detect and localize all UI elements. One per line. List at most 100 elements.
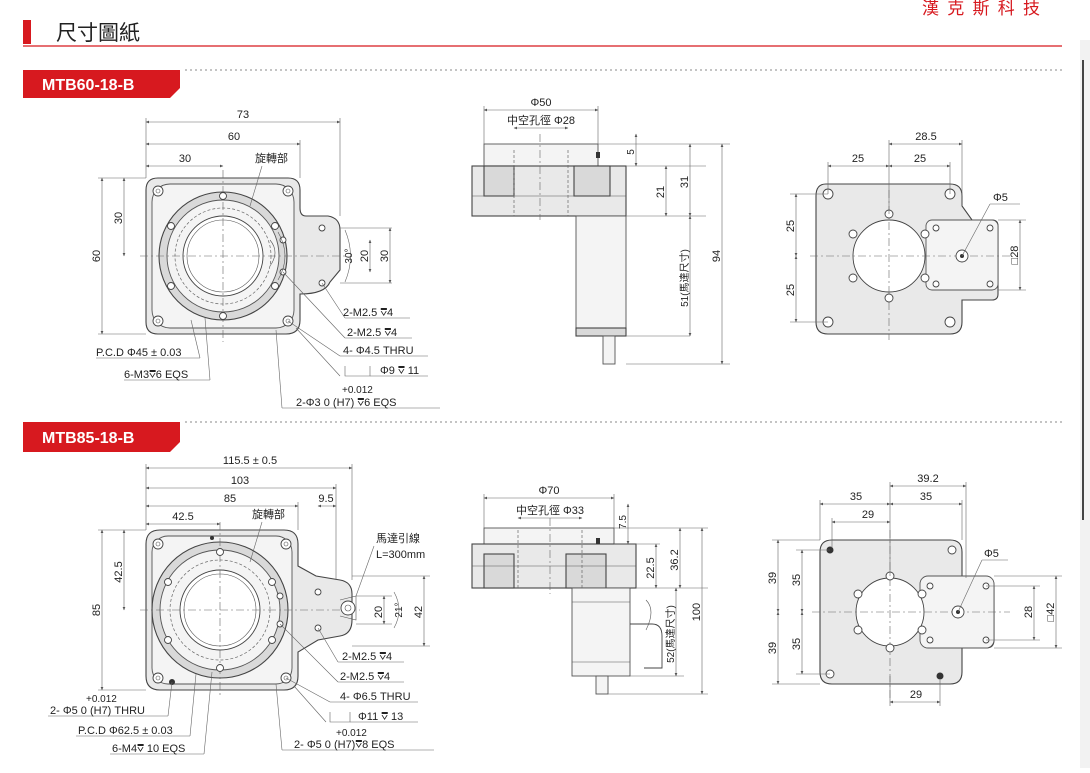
mtb85-angle-21: 21°	[394, 602, 405, 617]
mtb60-front-view: 73 60 30 旋轉部 60 30 20 30 30°	[91, 109, 440, 409]
mtb85-back-d29: 29	[862, 509, 874, 521]
mtb85-side-view: Φ70 中空孔徑 Φ33 7.5 22.5 36.2 52(馬達尺寸) 100	[471, 485, 708, 695]
section-title: 尺寸圖紙	[56, 22, 140, 45]
mtb60-section: MTB60-18-B	[23, 69, 1062, 409]
mtb60-cb-depth: 11	[408, 365, 419, 377]
mtb85-dim-103: 103	[231, 475, 249, 487]
mtb85-front-view: 115.5 ± 0.5 103 85 9.5 42.5 旋轉部 馬達引線 L=3…	[48, 455, 434, 755]
mtb85-cb-depth: 13	[391, 711, 403, 723]
mtb85-dim-v85: 85	[91, 604, 103, 616]
svg-text:2- Φ5 0 (H7)⩢8 EQS: 2- Φ5 0 (H7)⩢8 EQS	[294, 739, 394, 751]
mtb85-back-d29b: 29	[910, 689, 922, 701]
mtb60-pcd: P.C.D Φ45 ± 0.03	[96, 347, 182, 359]
mtb60-dim-73: 73	[237, 109, 249, 121]
mtb60-thru-label: 4- Φ4.5 THRU	[343, 345, 414, 357]
mtb85-m4-depth: 10 EQS	[147, 743, 186, 755]
mtb85-side-v225: 22.5	[645, 557, 657, 578]
mtb85-side-hollow: 中空孔徑 Φ33	[516, 503, 584, 517]
mtb60-side-v51: 51(馬達尺寸)	[678, 249, 691, 307]
mtb60-dim-v20: 20	[359, 250, 371, 262]
mtb60-side-hollow: 中空孔徑 Φ28	[507, 113, 575, 127]
mtb60-side-v94: 94	[711, 250, 723, 262]
mtb85-m25b-depth: 4	[384, 671, 390, 683]
mtb85-side-v362: 36.2	[669, 549, 681, 570]
mtb85-back-v39a: 39	[767, 572, 779, 584]
svg-text:2-M2.5 ⩢4: 2-M2.5 ⩢4	[342, 651, 392, 663]
mtb60-side-view: Φ50 中空孔徑 Φ28 5 21 31 51(馬達尺寸) 94	[471, 97, 730, 365]
mtb85-model-label: MTB85-18-B	[42, 430, 134, 447]
mtb60-angle-30: 30°	[344, 248, 355, 263]
page-header: 尺寸圖紙 漢 克 斯 科 技	[23, 0, 1062, 47]
mtb85-back-d35a: 35	[850, 491, 862, 503]
mtb85-back-view: 39.2 35 35 29 39 35 39 35	[767, 473, 1062, 706]
mtb60-pin-label: 2-Φ3 0 (H7)	[296, 397, 354, 409]
mtb85-dim-1155: 115.5 ± 0.5	[223, 455, 277, 467]
mtb85-back-phi5: Φ5	[984, 548, 999, 560]
svg-text:2-Φ3 0 (H7) ⩢6 EQS: 2-Φ3 0 (H7) ⩢6 EQS	[296, 397, 396, 409]
mtb85-side-v52: 52(馬達尺寸)	[664, 605, 677, 663]
mtb60-m25a-label: 2-M2.5	[343, 307, 377, 319]
mtb85-back-v35b: 35	[791, 638, 803, 650]
svg-text:2-M2.5 ⩢4: 2-M2.5 ⩢4	[343, 307, 393, 319]
mtb85-pin-right-depth: 8 EQS	[362, 739, 394, 751]
mtb60-dim-30: 30	[179, 153, 191, 165]
mtb85-back-sq42: □42	[1045, 603, 1057, 622]
mtb85-m25a-label: 2-M2.5	[342, 651, 376, 663]
mtb60-model-label: MTB60-18-B	[42, 77, 134, 94]
mtb85-back-d35b: 35	[920, 491, 932, 503]
mtb85-cb-dia: Φ11	[358, 711, 378, 723]
mtb85-dim-85: 85	[224, 493, 236, 505]
brand-name: 漢 克 斯 科 技	[922, 0, 1042, 18]
mtb85-dim-v425: 42.5	[113, 561, 125, 582]
mtb60-m25b-depth: 4	[391, 327, 397, 339]
mtb60-m25a-depth: 4	[387, 307, 393, 319]
mtb85-pin-right: 2- Φ5 0 (H7)	[294, 739, 355, 751]
mtb60-side-d50: Φ50	[530, 97, 551, 109]
mtb85-m4-label: 6-M4	[112, 743, 137, 755]
svg-text:Φ9 ⩢ 11: Φ9 ⩢ 11	[380, 365, 419, 377]
svg-text:2-M2.5 ⩢4: 2-M2.5 ⩢4	[347, 327, 397, 339]
mtb60-m25b-label: 2-M2.5	[347, 327, 381, 339]
mtb60-back-sq28: □28	[1009, 246, 1021, 265]
svg-text:6-M4⩢ 10 EQS: 6-M4⩢ 10 EQS	[112, 743, 185, 755]
mtb85-m25a-depth: 4	[386, 651, 392, 663]
mtb60-rotating-part: 旋轉部	[255, 151, 288, 165]
mtb60-side-v21: 21	[655, 186, 667, 198]
mtb60-dim-v30r: 30	[379, 250, 391, 262]
mtb85-side-v75: 7.5	[618, 515, 629, 529]
mtb85-rotating-part: 旋轉部	[252, 507, 285, 521]
mtb85-back-d392: 39.2	[917, 473, 938, 485]
mtb85-back-v39b: 39	[767, 642, 779, 654]
mtb85-model-tab	[23, 422, 180, 452]
mtb60-pin-depth: 6 EQS	[364, 397, 396, 409]
svg-text:Φ11 ⩢ 13: Φ11 ⩢ 13	[358, 711, 403, 723]
mtb60-back-d25a: 25	[852, 153, 864, 165]
page-edge-strip	[1080, 40, 1090, 768]
mtb85-pcd: P.C.D Φ62.5 ± 0.03	[78, 725, 173, 737]
mtb85-dim-95: 9.5	[318, 493, 333, 505]
mtb60-back-v25b: 25	[785, 284, 797, 296]
mtb85-tol-right: +0.012	[336, 728, 367, 739]
mtb85-section: MTB85-18-B	[23, 421, 1062, 755]
mtb85-back-v35a: 35	[791, 574, 803, 586]
mtb60-dim-v30: 30	[113, 212, 125, 224]
mtb85-thru-label: 4- Φ6.5 THRU	[340, 691, 411, 703]
mtb85-lead-length: L=300mm	[376, 549, 425, 561]
svg-text:2-M2.5 ⩢4: 2-M2.5 ⩢4	[340, 671, 390, 683]
mtb85-back-v28: 28	[1023, 606, 1035, 618]
mtb60-m3-depth: 6 EQS	[156, 369, 188, 381]
mtb85-tol-left: +0.012	[86, 694, 117, 705]
mtb60-side-v31: 31	[679, 176, 691, 188]
mtb60-back-d25b: 25	[914, 153, 926, 165]
mtb60-model-tab	[23, 70, 180, 98]
section-marker	[23, 20, 31, 44]
mtb60-tol: +0.012	[342, 385, 373, 396]
mtb60-back-view: 28.5 25 25 25 25 □28 Φ5	[785, 131, 1026, 340]
mtb60-dim-v60: 60	[91, 250, 103, 262]
mtb85-dim-425: 42.5	[172, 511, 193, 523]
mtb85-side-v100: 100	[691, 603, 703, 621]
mtb60-cb-dia: Φ9	[380, 365, 395, 377]
mtb60-side-v5: 5	[626, 149, 637, 155]
